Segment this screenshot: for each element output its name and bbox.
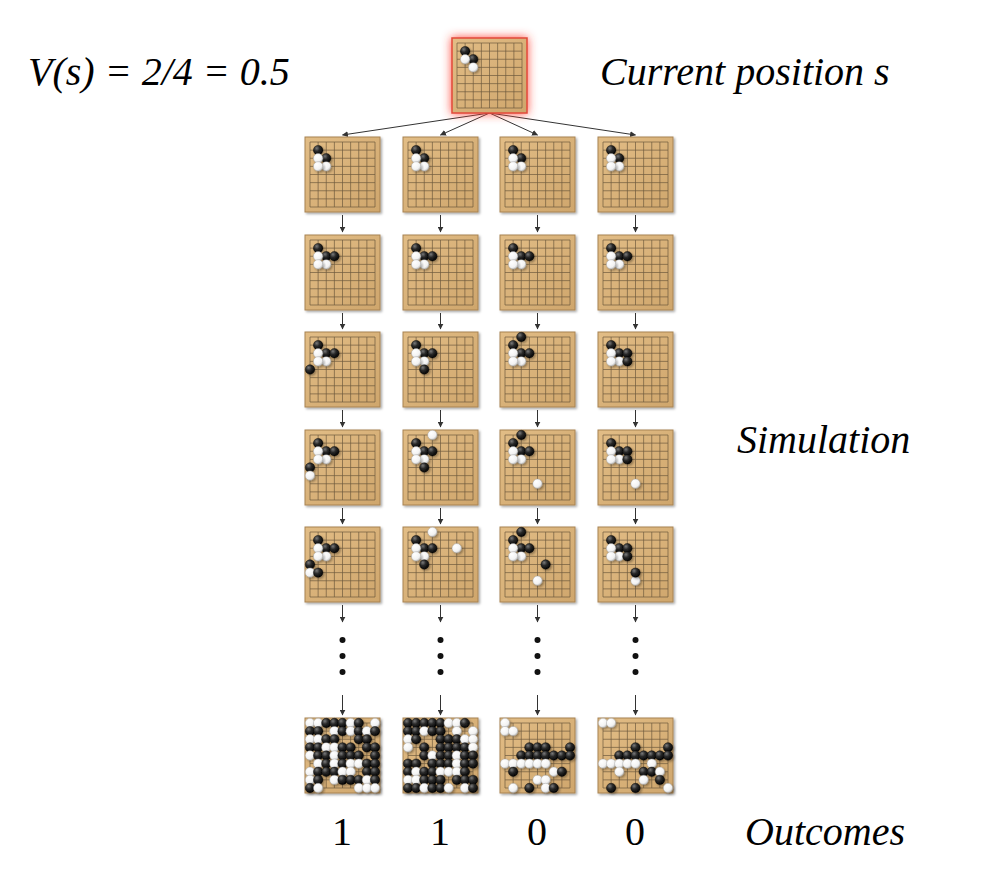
outcome-value: 0 xyxy=(625,809,645,854)
flow-arrow xyxy=(635,313,636,329)
ellipsis-dot xyxy=(340,653,346,659)
outcome-value-box: 1 xyxy=(430,812,450,852)
flow-arrow xyxy=(440,215,441,232)
outcome-value-box: 1 xyxy=(332,812,352,852)
go-board xyxy=(403,430,478,505)
go-board xyxy=(305,718,380,793)
ellipsis-dot xyxy=(438,669,444,675)
flow-arrow xyxy=(342,605,343,622)
flow-arrow xyxy=(342,695,343,715)
flow-arrow xyxy=(635,508,636,524)
go-board xyxy=(403,137,478,212)
go-board xyxy=(500,430,575,505)
flow-arrow xyxy=(342,313,343,329)
stage-caption: Simulation xyxy=(737,417,910,462)
flow-arrow xyxy=(342,410,343,427)
go-board xyxy=(305,527,380,602)
ellipsis-dot xyxy=(535,669,541,675)
go-board xyxy=(403,332,478,407)
flow-arrow xyxy=(342,215,343,232)
stage-caption: Outcomes xyxy=(745,809,905,854)
ellipsis-dot xyxy=(633,653,639,659)
outcome-value-box: 0 xyxy=(625,812,645,852)
go-board xyxy=(305,332,380,407)
ellipsis-dot xyxy=(535,653,541,659)
ellipsis-dot xyxy=(535,637,541,643)
go-board xyxy=(598,527,673,602)
go-board xyxy=(403,527,478,602)
flow-arrow xyxy=(537,605,538,622)
ellipsis-dot xyxy=(340,669,346,675)
go-board xyxy=(598,235,673,310)
flow-arrow xyxy=(490,113,636,135)
flow-arrow xyxy=(537,508,538,524)
ellipsis-dot xyxy=(633,637,639,643)
go-board xyxy=(403,235,478,310)
flow-arrow xyxy=(537,410,538,427)
position-caption-box: Current position s xyxy=(600,52,890,92)
flow-arrow xyxy=(440,410,441,427)
go-board xyxy=(305,137,380,212)
go-board xyxy=(598,332,673,407)
flow-arrow xyxy=(537,313,538,329)
value-estimate: V(s) = 2/4 = 0.5 xyxy=(28,49,290,94)
ellipsis-dot xyxy=(438,653,444,659)
go-board xyxy=(500,235,575,310)
go-board xyxy=(500,527,575,602)
go-board xyxy=(500,718,575,793)
go-board xyxy=(598,718,673,793)
outcome-value: 1 xyxy=(332,809,352,854)
flow-arrow xyxy=(342,508,343,524)
go-board xyxy=(305,430,380,505)
stage-caption-box: Outcomes xyxy=(745,812,905,852)
flow-arrow xyxy=(440,695,441,715)
flow-arrow xyxy=(635,410,636,427)
go-board xyxy=(598,430,673,505)
go-board xyxy=(305,235,380,310)
go-board xyxy=(500,137,575,212)
stage-caption-box: Simulation xyxy=(737,420,910,460)
go-board xyxy=(403,718,478,793)
flow-arrow xyxy=(440,313,441,329)
value-estimate-box: V(s) = 2/4 = 0.5 xyxy=(28,52,290,92)
flow-arrow xyxy=(635,215,636,232)
ellipsis-dot xyxy=(633,669,639,675)
ellipsis-dot xyxy=(438,637,444,643)
flow-arrow xyxy=(537,695,538,715)
go-board xyxy=(500,332,575,407)
outcome-value: 1 xyxy=(430,809,450,854)
flow-arrow xyxy=(537,215,538,232)
flow-arrow xyxy=(440,508,441,524)
position-caption: Current position s xyxy=(600,49,890,94)
ellipsis-dot xyxy=(340,637,346,643)
flow-arrow xyxy=(343,113,490,135)
flow-arrow xyxy=(635,695,636,715)
flow-arrow xyxy=(440,605,441,622)
go-board xyxy=(452,38,527,113)
go-board xyxy=(598,137,673,212)
outcome-value-box: 0 xyxy=(527,812,547,852)
flow-arrow xyxy=(441,113,490,135)
flow-arrow xyxy=(635,605,636,622)
outcome-value: 0 xyxy=(527,809,547,854)
